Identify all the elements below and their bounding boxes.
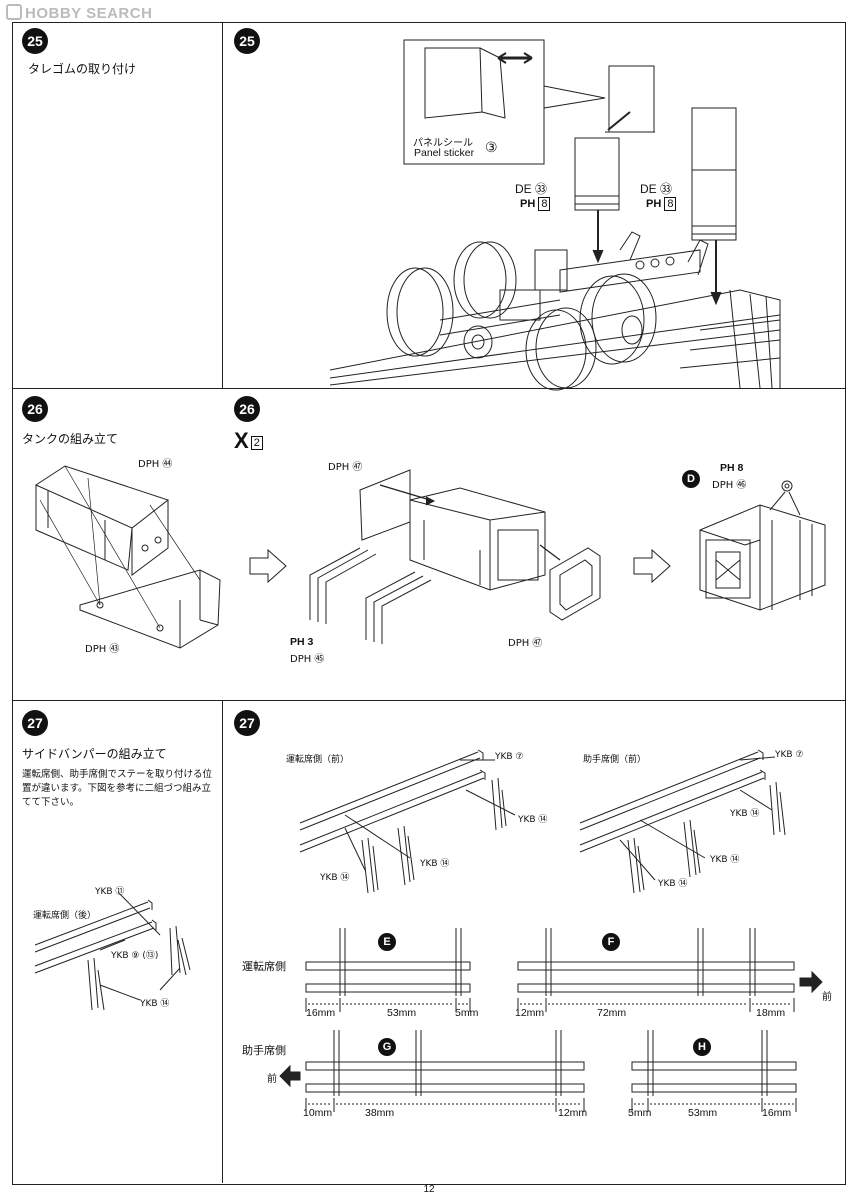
front-label-right: 前: [822, 992, 832, 1003]
part-ph8-left: PH 8: [520, 197, 551, 211]
divider-col-27: [222, 700, 223, 1183]
label-dph45: DPH ㊺: [290, 654, 325, 665]
marker-h: H: [693, 1038, 711, 1056]
site-header-logo: HOBBY SEARCH: [6, 4, 152, 22]
top-right-yk7: YKB ⑦: [775, 750, 804, 760]
step-26-title: タンクの組み立て: [22, 432, 119, 446]
top-left-yk14a: YKB ⑭: [518, 815, 548, 825]
panel-sticker-number: ③: [485, 140, 498, 156]
divider-row-1: [12, 388, 845, 389]
label-dph46: DPH ㊻: [712, 480, 747, 491]
marker-e: E: [378, 933, 396, 951]
panel-sticker-label-en: Panel sticker: [414, 147, 475, 159]
top-right-caption: 助手席側（前）: [583, 755, 647, 765]
dim-f-2: 72mm: [597, 1007, 627, 1019]
marker-f: F: [602, 933, 620, 951]
step-25-title: タレゴムの取り付け: [28, 62, 137, 76]
hobby-search-logo-icon: [6, 4, 22, 20]
step-27-badge-right: 27: [234, 710, 260, 736]
part-ph8-right: PH 8: [646, 197, 677, 211]
label-dph47-top: DPH ㊼: [328, 462, 363, 473]
dim-f-1: 12mm: [515, 1007, 545, 1019]
label-dph47-bottom: DPH ㊼: [508, 638, 543, 649]
step-26-badge-left: 26: [22, 396, 48, 422]
top-left-yk14b: YKB ⑭: [420, 859, 450, 869]
dim-e-1: 16mm: [306, 1007, 336, 1019]
dim-f-3: 18mm: [756, 1007, 786, 1019]
step-27-instructions: 運転席側、助手席側でステーを取り付ける位置が違います。下図を参考に二組づつ組み立…: [22, 769, 213, 808]
label-dph44: DPH ㊹: [138, 459, 173, 470]
passenger-side-label: 助手席側: [242, 1044, 286, 1057]
top-left-yk14c: YKB ⑭: [320, 873, 350, 883]
dim-g-1: 10mm: [303, 1107, 333, 1119]
step-25-badge-left: 25: [22, 28, 48, 54]
label-ph8: PH 8: [720, 462, 744, 474]
top-right-yk14c: YKB ⑭: [658, 879, 688, 889]
dim-e-3: 5mm: [455, 1007, 479, 1019]
label-dph43: DPH ㊸: [85, 644, 120, 655]
step-26-badge-right: 26: [234, 396, 260, 422]
top-right-yk14b: YKB ⑭: [710, 855, 740, 865]
dim-h-2: 53mm: [688, 1107, 718, 1119]
left-yk11: YKB ⑪: [95, 887, 125, 897]
dim-h-3: 16mm: [762, 1107, 792, 1119]
top-right-yk14a: YKB ⑭: [730, 809, 760, 819]
dim-g-2: 38mm: [365, 1107, 395, 1119]
divider-row-2: [12, 700, 845, 701]
front-label-left: 前: [267, 1074, 277, 1085]
label-ph3: PH 3: [290, 636, 314, 648]
page-frame: [12, 22, 846, 1185]
dim-g-3: 12mm: [558, 1107, 588, 1119]
left-diagram-caption: 運転席側（後）: [33, 911, 97, 921]
top-left-caption: 運転席側（前）: [286, 755, 350, 765]
step-25-badge-right: 25: [234, 28, 260, 54]
panel-sticker-label-jp: パネルシール: [413, 138, 473, 149]
part-de33-left: DE ㉝: [515, 182, 548, 196]
step-27-badge-left: 27: [22, 710, 48, 736]
left-yk9-13: YKB ⑨ (⑬): [111, 951, 159, 961]
step-27-title: サイドバンパーの組み立て: [22, 747, 167, 761]
dim-e-2: 53mm: [387, 1007, 417, 1019]
dim-h-1: 5mm: [628, 1107, 652, 1119]
page-number: 12: [423, 1184, 435, 1195]
divider-col-25: [222, 22, 223, 388]
left-yk14: YKB ⑭: [140, 999, 170, 1009]
part-de33-right: DE ㉝: [640, 182, 673, 196]
marker-g: G: [378, 1038, 396, 1056]
marker-d: D: [682, 470, 700, 488]
driver-side-label: 運転席側: [242, 960, 286, 973]
top-left-yk7: YKB ⑦: [495, 752, 524, 762]
